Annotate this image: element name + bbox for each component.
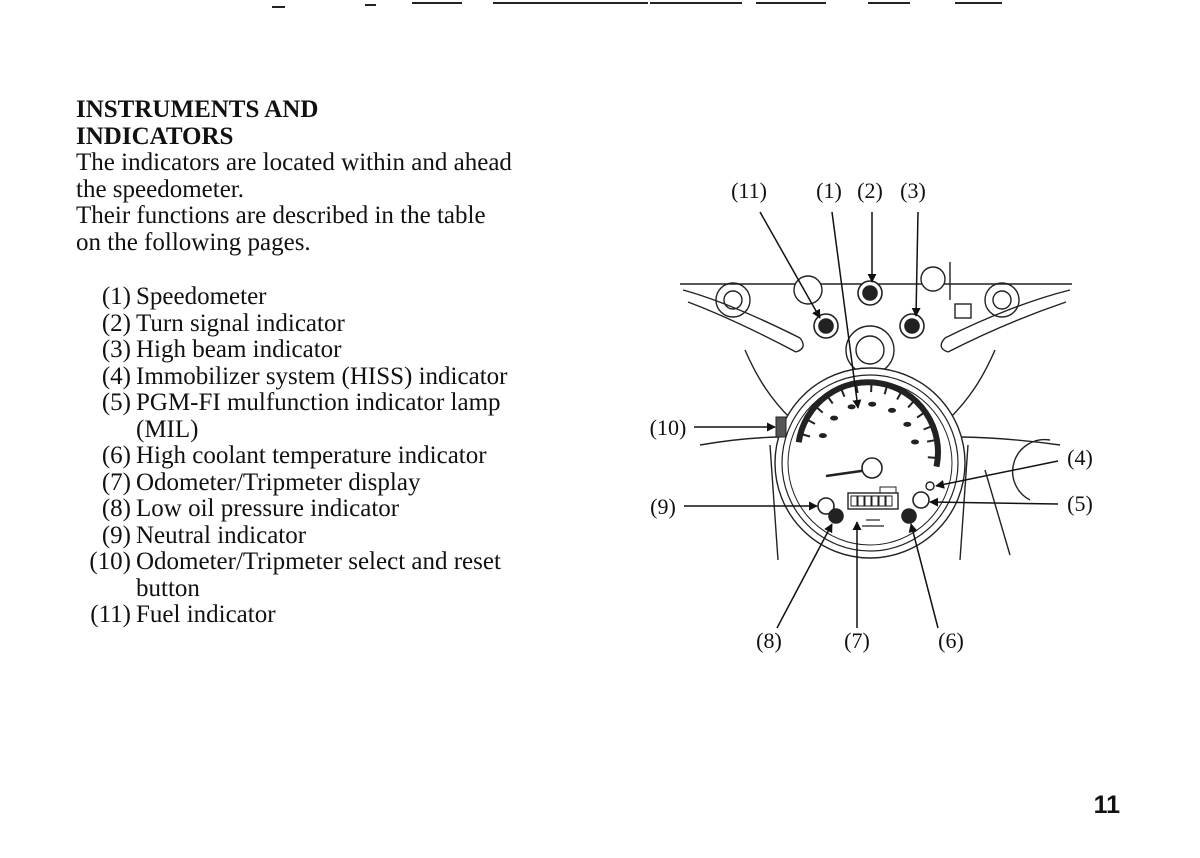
- item-label: Neutral indicator: [136, 521, 307, 549]
- item-label: Immobilizer system (HISS) indicator: [136, 362, 508, 390]
- item-number: (7): [101, 468, 131, 496]
- intro-line: Their functions are described in the tab…: [76, 202, 486, 229]
- callout-turn-signal: (2): [857, 178, 883, 203]
- callout-immobilizer: (4): [1067, 445, 1093, 470]
- oil-pressure-indicator-icon: [828, 508, 844, 524]
- list-item-pgm-fi-mil: (5)PGM-FI mulfunction indicator lamp (MI…: [0, 389, 507, 444]
- list-item-coolant: (6)High coolant temperature indicator: [0, 442, 507, 470]
- intro-line: The indicators are located within and ah…: [76, 149, 512, 176]
- odometer-display: [847, 492, 899, 510]
- item-number: (6): [101, 442, 131, 469]
- list-item-fuel: (11)Fuel indicator: [0, 601, 507, 629]
- callout-high-beam: (3): [900, 178, 926, 203]
- item-label-continued: button: [136, 574, 200, 602]
- item-number: (2): [101, 309, 131, 337]
- speedometer-illustration: [774, 367, 966, 559]
- callout-pgm-fi: (5): [1067, 491, 1093, 516]
- heading-line-2: INDICATORS: [76, 122, 234, 150]
- item-label: Odometer/Tripmeter select and reset: [136, 548, 501, 575]
- item-label: Speedometer: [136, 283, 267, 310]
- list-item-immobilizer: (4)Immobilizer system (HISS) indicator: [0, 362, 508, 391]
- list-item-speedometer: (1)Speedometer: [0, 283, 507, 311]
- list-item-neutral: (9)Neutral indicator: [0, 521, 507, 550]
- intro-line: the speedometer.: [76, 175, 244, 203]
- page-number: 11: [1093, 791, 1120, 819]
- item-label: High beam indicator: [136, 336, 342, 363]
- instrument-cluster-diagram: (11) (1) (2) (3) (10) (4) (9) (5) (8) (7…: [650, 178, 1093, 653]
- needle: [825, 468, 869, 478]
- list-item-turn-signal: (2)Turn signal indicator: [0, 309, 507, 338]
- intro-section: INSTRUMENTS AND INDICATORS The indicator…: [76, 96, 512, 256]
- callout-speedometer: (1): [816, 178, 842, 203]
- item-number: (11): [90, 601, 131, 628]
- callout-fuel: (11): [731, 178, 767, 203]
- indicator-lamps: [813, 280, 925, 339]
- callout-select-button: (10): [650, 415, 687, 440]
- item-number: (10): [89, 548, 131, 575]
- item-label: Turn signal indicator: [136, 309, 345, 337]
- list-item-oil-pressure: (8)Low oil pressure indicator: [0, 495, 507, 523]
- item-label: Fuel indicator: [136, 601, 276, 628]
- leader-lines: [684, 211, 1059, 629]
- select-reset-button-icon: [775, 416, 787, 438]
- item-label: PGM-FI mulfunction indicator lamp: [136, 389, 501, 416]
- item-number: (9): [101, 521, 131, 549]
- callout-coolant: (6): [938, 628, 964, 653]
- handlebar-illustration: [680, 262, 1072, 561]
- item-number: (1): [101, 283, 131, 310]
- intro-paragraph: The indicators are located within and ah…: [76, 149, 512, 256]
- item-number: (4): [101, 362, 131, 390]
- list-item-select-reset-button: (10)Odometer/Tripmeter select and reset …: [0, 548, 507, 603]
- item-label-continued: (MIL): [136, 415, 199, 443]
- indent-spacer: [0, 417, 131, 444]
- heading-line-1: INSTRUMENTS AND: [76, 96, 319, 123]
- item-label: High coolant temperature indicator: [136, 442, 487, 469]
- indicator-list: (1)Speedometer (2)Turn signal indicator …: [0, 283, 508, 629]
- item-number: (3): [101, 336, 131, 363]
- item-number: (8): [101, 495, 131, 522]
- list-item-odometer-display: (7)Odometer/Tripmeter display: [0, 468, 507, 497]
- callout-odometer: (7): [844, 628, 870, 653]
- pgm-fi-indicator-icon: [912, 491, 930, 509]
- list-item-high-beam: (3)High beam indicator: [0, 336, 507, 364]
- item-number: (5): [101, 389, 131, 416]
- callout-neutral: (9): [650, 494, 676, 519]
- item-label: Odometer/Tripmeter display: [136, 468, 421, 496]
- immobilizer-indicator-icon: [925, 481, 935, 491]
- neutral-indicator-icon: [817, 497, 835, 515]
- item-label: Low oil pressure indicator: [136, 495, 400, 522]
- indent-spacer: [0, 576, 131, 603]
- top-edge-fragments: [272, 2, 1002, 8]
- intro-line: on the following pages.: [76, 228, 311, 256]
- coolant-indicator-icon: [901, 508, 917, 524]
- section-heading: INSTRUMENTS AND INDICATORS: [76, 96, 512, 150]
- callout-oil-pressure: (8): [756, 628, 782, 653]
